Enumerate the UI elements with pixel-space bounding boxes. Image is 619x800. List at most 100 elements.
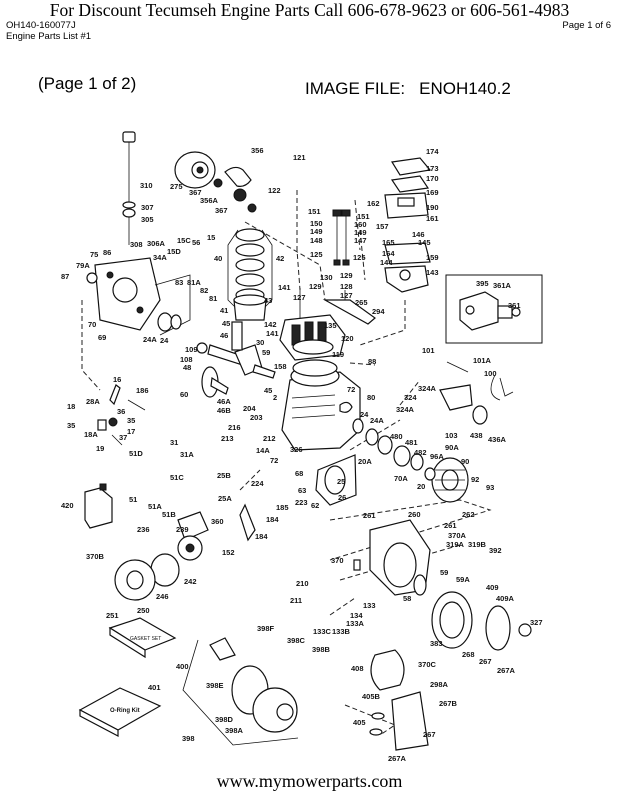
- callout-122: 122: [268, 186, 281, 195]
- callout-361: 361: [508, 301, 521, 310]
- callout-367: 367: [189, 188, 202, 197]
- callout-184a: 184: [266, 515, 279, 524]
- callout-20: 20: [417, 482, 425, 491]
- image-file-caption: IMAGE FILE:ENOH140.2: [305, 79, 511, 99]
- callout-25: 25: [337, 477, 345, 486]
- callout-186: 186: [136, 386, 149, 395]
- callout-242: 242: [184, 577, 197, 586]
- callout-25A: 25A: [218, 494, 232, 503]
- callout-19: 19: [96, 444, 104, 453]
- callout-24Ab: 24A: [370, 416, 384, 425]
- governor-linkage: [97, 384, 146, 446]
- callout-398B: 398B: [312, 645, 331, 654]
- o-ring-kit-box: O-Ring Kit: [78, 687, 162, 737]
- callout-173: 173: [426, 164, 439, 173]
- callout-35: 35: [67, 421, 75, 430]
- callout-409: 409: [486, 583, 499, 592]
- callout-129: 129: [309, 282, 322, 291]
- callout-308: 308: [130, 240, 143, 249]
- breather-assembly: [384, 157, 432, 293]
- callout-79A: 79A: [76, 261, 90, 270]
- callout-31A: 31A: [180, 450, 194, 459]
- callout-83: 83: [175, 278, 183, 287]
- callout-18: 18: [67, 402, 75, 411]
- callout-141: 141: [278, 283, 291, 292]
- callout-398A: 398A: [225, 726, 244, 735]
- callout-103: 103: [445, 431, 458, 440]
- document-id: OH140-160077J: [6, 20, 76, 31]
- callout-152: 152: [222, 548, 235, 557]
- callout-134: 134: [350, 611, 363, 620]
- starter-cup-assembly: [182, 637, 299, 746]
- callout-20A: 20A: [358, 457, 372, 466]
- callout-224: 224: [251, 479, 264, 488]
- callout-133B: 133B: [332, 627, 351, 636]
- callout-70: 70: [88, 320, 96, 329]
- oil-seals: [352, 418, 436, 481]
- callout-46A: 46A: [217, 397, 231, 406]
- callout-262: 262: [462, 510, 475, 519]
- callout-398E: 398E: [206, 681, 224, 690]
- callout-69: 69: [98, 333, 106, 342]
- callout-101: 101: [422, 346, 435, 355]
- callout-405B: 405B: [362, 692, 381, 701]
- oil-bottle: [84, 483, 113, 529]
- callout-25B: 25B: [217, 471, 231, 480]
- carburetor-air-filter: [114, 503, 256, 601]
- valves: [332, 209, 351, 266]
- page-indicator: Page 1 of 6: [562, 20, 611, 31]
- callout-261b: 261: [444, 521, 457, 530]
- callout-294: 294: [372, 307, 385, 316]
- callout-370A: 370A: [448, 531, 467, 540]
- website-footer-link[interactable]: www.mymowerparts.com: [216, 771, 403, 791]
- callout-141b: 141: [266, 329, 279, 338]
- callout-204: 204: [243, 404, 256, 413]
- callout-87: 87: [61, 272, 69, 281]
- callout-383: 383: [430, 639, 443, 648]
- callout-398C: 398C: [287, 636, 306, 645]
- callout-88: 88: [368, 357, 376, 366]
- callout-24b: 24: [360, 410, 369, 419]
- callout-68: 68: [295, 469, 303, 478]
- gasket-set-label: GASKET SET: [130, 636, 161, 642]
- blower-housing: [353, 519, 431, 596]
- callout-298A: 298A: [430, 680, 449, 689]
- gasket-kit-box: GASKET SET: [108, 617, 177, 659]
- dipstick-tube: [122, 131, 136, 245]
- callout-146: 146: [412, 230, 425, 239]
- base-gasket-screen: [369, 649, 429, 751]
- callout-161: 161: [426, 214, 439, 223]
- callout-151b: 151: [357, 212, 370, 221]
- callout-36: 36: [117, 407, 125, 416]
- callout-92: 92: [471, 475, 479, 484]
- callout-51: 51: [129, 495, 137, 504]
- callout-405: 405: [353, 718, 366, 727]
- callout-267c: 267: [423, 730, 436, 739]
- callout-30: 30: [256, 338, 264, 347]
- callout-48: 48: [183, 363, 191, 372]
- callout-144: 144: [380, 258, 393, 267]
- callout-408: 408: [351, 664, 364, 673]
- callout-398D: 398D: [215, 715, 234, 724]
- starter-motor-inset: [445, 274, 543, 344]
- callout-15D: 15D: [167, 247, 181, 256]
- callout-162: 162: [367, 199, 380, 208]
- callout-80: 80: [367, 393, 375, 402]
- callout-125: 125: [310, 250, 323, 259]
- callout-275: 275: [170, 182, 183, 191]
- callout-326: 326: [290, 445, 303, 454]
- callout-267: 267: [479, 657, 492, 666]
- callout-210: 210: [296, 579, 309, 588]
- callout-43: 43: [264, 296, 272, 305]
- callout-157: 157: [376, 222, 389, 231]
- callout-164: 164: [382, 249, 395, 258]
- callout-121: 121: [293, 153, 306, 162]
- callout-45: 45: [222, 319, 230, 328]
- image-file-name: ENOH140.2: [419, 79, 511, 98]
- callout-267B: 267B: [439, 699, 458, 708]
- callout-236: 236: [137, 525, 150, 534]
- callout-90A: 90A: [445, 443, 459, 452]
- piston-rings: [227, 228, 273, 321]
- callout-101A: 101A: [473, 356, 492, 365]
- callout-14A: 14A: [256, 446, 270, 455]
